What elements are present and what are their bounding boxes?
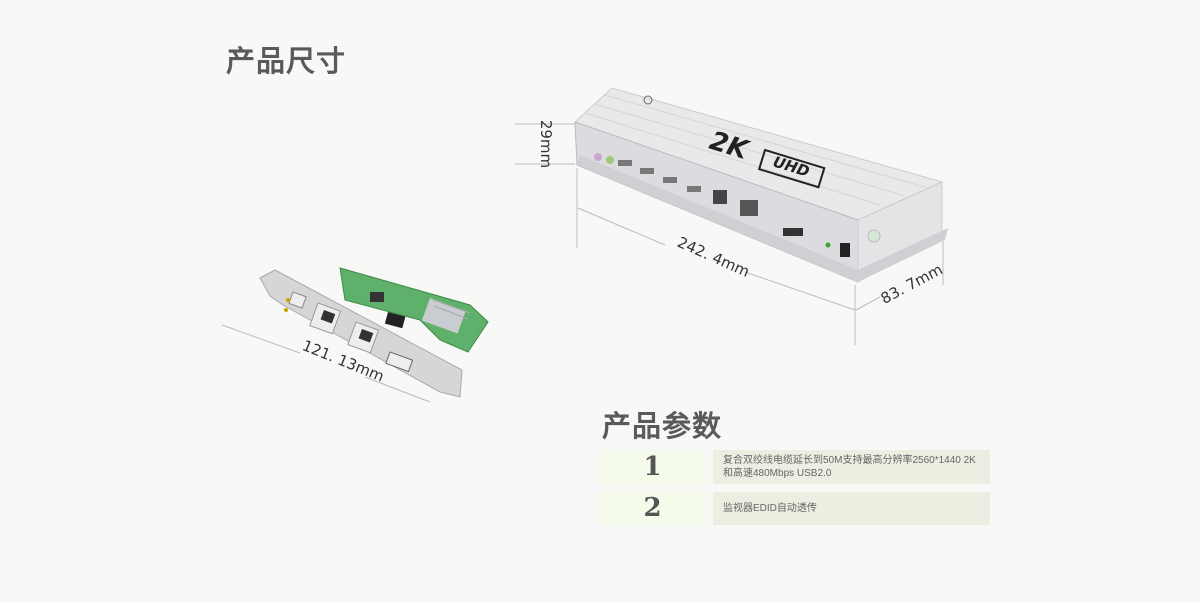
dimension-lines: [221, 123, 944, 403]
size-section-title: 产品尺寸: [226, 44, 347, 78]
param-number-1: 1: [600, 450, 705, 484]
extender-device-image: 2K UHD: [574, 87, 948, 283]
param-number-2: 2: [600, 492, 705, 525]
height-dimension-label: 29mm: [537, 119, 556, 169]
param-text-1: 复合双绞线电缆延长到50M支持最高分辨率2560*1440 2K 和高速480M…: [713, 450, 990, 484]
pci-card-image: [259, 267, 489, 398]
params-section-title: 产品参数: [602, 409, 723, 443]
param-text-2: 监视器EDID自动透传: [713, 492, 990, 525]
